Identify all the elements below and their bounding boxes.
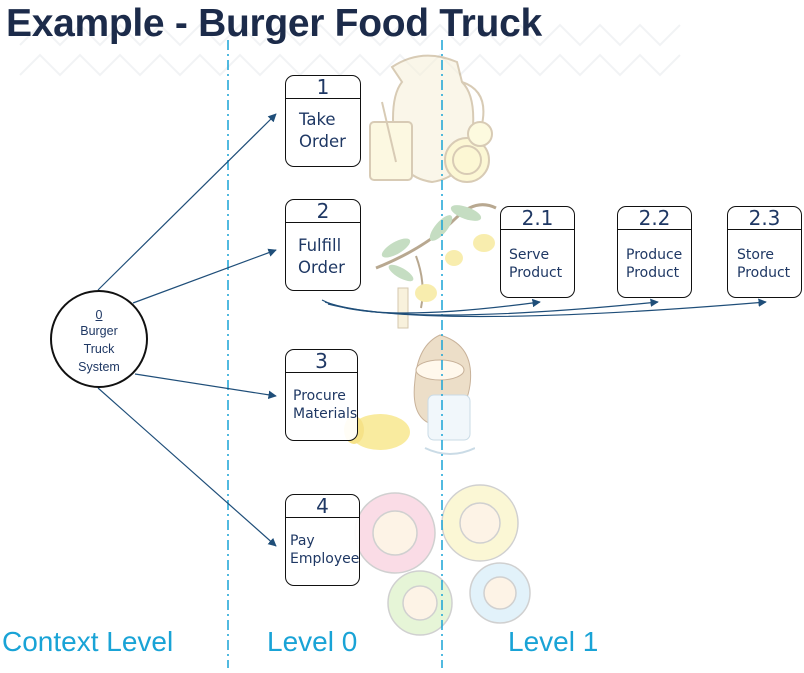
process-4: 4 Pay Employee (285, 494, 360, 586)
lemonade-pitcher-icon (369, 54, 493, 184)
page-title: Example - Burger Food Truck (6, 2, 542, 45)
arrow-to-process-4 (97, 387, 277, 547)
process-2-id: 2 (286, 200, 360, 223)
gear-people-icon (354, 484, 531, 636)
process-2-1-name: Serve Product (509, 247, 563, 281)
process-2: 2 Fulfill Order (285, 199, 361, 291)
arrow-to-process-1 (97, 113, 277, 291)
process-1-name: Take Order (299, 110, 346, 151)
process-1: 1 Take Order (285, 75, 361, 167)
level-label-level0: Level 0 (267, 626, 358, 657)
arrow-to-process-2-1 (321, 298, 541, 314)
process-3: 3 Procure Materials (285, 349, 358, 441)
process-2-name: Fulfill Order (298, 236, 345, 277)
context-process-circle: 0 Burger Truck System (50, 290, 148, 388)
process-3-id: 3 (286, 350, 357, 373)
process-2-2-id: 2.2 (618, 207, 691, 230)
process-2-3-id: 2.3 (728, 207, 801, 230)
process-1-id: 1 (286, 76, 360, 99)
arrow-to-process-3 (134, 373, 277, 399)
context-process-name: Burger Truck System (78, 324, 120, 374)
process-4-id: 4 (286, 495, 359, 518)
arrow-to-process-2 (132, 248, 277, 304)
process-2-1-id: 2.1 (501, 207, 574, 230)
process-2-3: 2.3 Store Product (727, 206, 802, 298)
lemon-branch-icon (375, 203, 497, 329)
context-process-id: 0 (95, 308, 103, 322)
arrow-to-process-2-3 (327, 298, 767, 318)
process-4-name: Pay Employee (290, 533, 360, 567)
level-label-context: Context Level (2, 626, 174, 657)
process-2-3-name: Store Product (737, 247, 791, 281)
level-label-level1: Level 1 (508, 626, 599, 657)
coconut-ice-icon (344, 334, 475, 455)
process-2-2: 2.2 Produce Product (617, 206, 692, 298)
process-3-name: Procure Materials (293, 388, 358, 422)
process-2-2-name: Produce Product (626, 247, 683, 281)
process-2-1: 2.1 Serve Product (500, 206, 575, 298)
